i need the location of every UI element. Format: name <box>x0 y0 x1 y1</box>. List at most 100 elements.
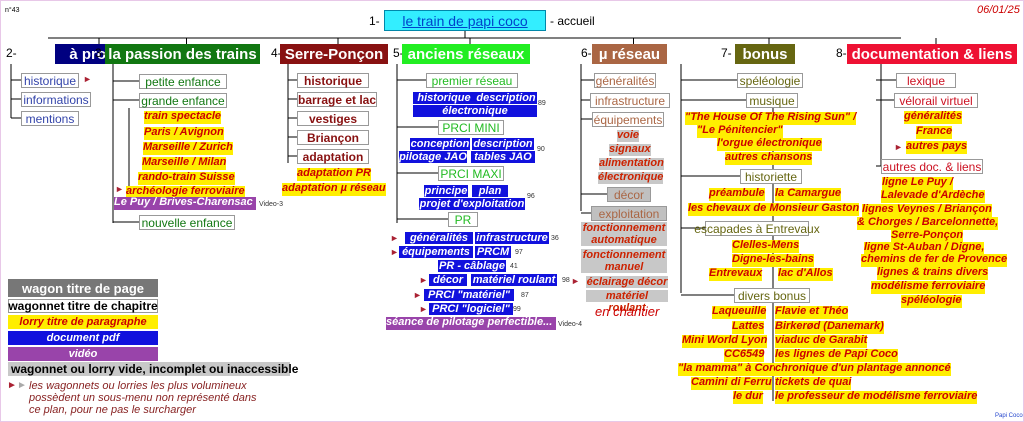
s6-chapter-0[interactable]: généralités <box>594 73 656 88</box>
s8-chapter-0[interactable]: lexique <box>896 73 956 88</box>
s5-video[interactable]: séance de pilotage perfectible... <box>386 317 556 330</box>
s7-lorry-13[interactable]: Lattes <box>732 320 765 334</box>
section-4-title[interactable]: Serre-Ponçon <box>280 44 388 64</box>
s6-chapter-2[interactable]: équipements <box>592 112 664 127</box>
s8-lorry-3[interactable]: ligne Le Puy / <box>882 176 953 190</box>
s7-lorry-10[interactable]: lac d'Allos <box>778 267 833 281</box>
s3-lorry-3[interactable]: Marseille / Milan <box>142 156 227 170</box>
s5-pdf-15[interactable]: décor <box>429 274 467 286</box>
s8-chapter-1[interactable]: vélorail virtuel <box>894 93 978 108</box>
s4-chapter-3[interactable]: Briançon <box>297 130 369 145</box>
s7-lorry-14[interactable]: Birkerød (Danemark) <box>775 320 884 334</box>
s8-lorry-2[interactable]: autres pays <box>906 140 968 154</box>
s8-chapter-2[interactable]: autres doc. & liens <box>881 159 983 174</box>
section-6-title[interactable]: µ réseau <box>592 44 667 64</box>
s5-pdf-10[interactable]: généralités <box>405 232 473 244</box>
s7-lorry-1[interactable]: "Le Pénitencier" <box>697 124 783 138</box>
s5-chapter-0[interactable]: premier réseau <box>426 73 518 88</box>
s4-chapter-4[interactable]: adaptation <box>297 149 369 164</box>
s6-grey-0[interactable]: décor <box>607 187 651 202</box>
s4-chapter-2[interactable]: vestiges <box>297 111 369 126</box>
s5-pdf-4[interactable]: description <box>472 137 534 150</box>
s5-chapter-3[interactable]: PR <box>448 212 478 227</box>
s8-lorry-6[interactable]: & Chorges / Barcelonnette, <box>857 216 999 230</box>
s5-pdf-13[interactable]: PRCM <box>475 245 511 258</box>
s7-chapter-3[interactable]: escapades à Entrevaux <box>694 221 820 236</box>
s3-lorry-4[interactable]: rando-train Suisse <box>138 171 235 185</box>
s4-chapter-0[interactable]: historique <box>297 73 369 88</box>
s7-lorry-18[interactable]: les lignes de Papi Coco <box>775 348 898 362</box>
s3-video[interactable]: Le Puy / Brives-Charensac <box>114 197 256 210</box>
s3-chapter-2[interactable]: nouvelle enfance <box>139 215 235 230</box>
s7-lorry-16[interactable]: viaduc de Garabit <box>775 334 868 348</box>
s6-grey-lorry-1[interactable]: fonctionnement manuel <box>581 249 667 273</box>
s5-chapter-1[interactable]: PRCI MINI <box>438 120 504 135</box>
section-5-title[interactable]: anciens réseaux <box>402 44 530 64</box>
s7-lorry-6[interactable]: les chevaux de Monsieur Gaston <box>688 202 860 216</box>
s5-pdf-2[interactable]: électronique <box>413 105 537 117</box>
s7-lorry-12[interactable]: Flavie et Théo <box>775 305 849 319</box>
s8-lorry-9[interactable]: chemins de fer de Provence <box>861 253 1008 267</box>
s5-pdf-3[interactable]: conception <box>410 137 470 150</box>
s7-lorry-2[interactable]: l'orgue électronique <box>717 137 822 151</box>
s2-item-0[interactable]: historique <box>21 73 79 88</box>
s6-lorry-3[interactable]: électronique <box>598 171 664 184</box>
s8-lorry-7[interactable]: Serre-Ponçon <box>891 229 964 243</box>
s8-lorry-1[interactable]: France <box>916 125 953 139</box>
s5-pdf-7[interactable]: principe <box>424 184 468 197</box>
s7-chapter-1[interactable]: musique <box>746 93 798 108</box>
s6-grey-lorry-0[interactable]: fonctionnement automatique <box>581 222 667 246</box>
s5-pdf-14[interactable]: PR - câblage <box>438 259 506 272</box>
s7-lorry-19[interactable]: "la mamma" à Cordon <box>678 362 794 376</box>
s8-lorry-4[interactable]: Lalevade d'Ardèche <box>881 189 985 203</box>
s2-item-2[interactable]: mentions <box>21 111 79 126</box>
s5-pdf-9[interactable]: projet d'exploitation <box>419 197 525 210</box>
page-title[interactable]: le train de papi coco <box>384 10 546 31</box>
s7-lorry-7[interactable]: Clelles-Mens <box>732 239 800 253</box>
s3-lorry-0[interactable]: train spectacle <box>144 110 222 124</box>
s4-lorry-1[interactable]: adaptation µ réseau <box>282 182 386 196</box>
s8-lorry-12[interactable]: spéléologie <box>901 294 962 308</box>
s8-lorry-11[interactable]: modélisme ferroviaire <box>871 280 986 294</box>
s5-pdf-11[interactable]: infrastructure <box>475 231 549 244</box>
s3-chapter-0[interactable]: petite enfance <box>139 74 227 89</box>
s7-lorry-21[interactable]: Camini di Ferru <box>691 376 772 390</box>
s5-pdf-0[interactable]: historique <box>413 92 475 104</box>
s5-chapter-2[interactable]: PRCI MAXI <box>438 166 504 181</box>
s6-chapter-1[interactable]: infrastructure <box>590 93 670 108</box>
s7-chapter-4[interactable]: divers bonus <box>734 288 810 303</box>
s7-lorry-15[interactable]: Mini World Lyon <box>682 334 768 348</box>
s5-pdf-16[interactable]: matériel roulant <box>471 273 557 286</box>
s3-lorry-5[interactable]: archéologie ferroviaire <box>126 185 245 199</box>
s7-lorry-0[interactable]: "The House Of The Rising Sun" / <box>685 111 857 125</box>
s5-pdf-17[interactable]: PRCI "matériel" <box>424 289 514 301</box>
s6-grey-lorry-3[interactable]: matériel roulant <box>586 290 668 314</box>
s4-chapter-1[interactable]: barrage et lac <box>297 92 377 107</box>
s7-lorry-11[interactable]: Laqueuille <box>712 305 767 319</box>
s7-lorry-9[interactable]: Entrevaux <box>709 267 763 281</box>
s7-lorry-23[interactable]: le dur <box>733 390 763 404</box>
s7-lorry-3[interactable]: autres chansons <box>725 151 813 165</box>
s3-lorry-1[interactable]: Paris / Avignon <box>144 126 224 140</box>
s5-pdf-6[interactable]: tables JAO <box>471 151 535 163</box>
s3-lorry-2[interactable]: Marseille / Zurich <box>143 141 233 155</box>
section-7-title[interactable]: bonus <box>735 44 795 64</box>
s7-lorry-8[interactable]: Digne-les-bains <box>732 253 814 267</box>
s6-lorry-1[interactable]: signaux <box>609 143 651 156</box>
s5-pdf-8[interactable]: plan <box>472 185 508 197</box>
s5-pdf-1[interactable]: description <box>475 91 537 104</box>
s6-lorry-0[interactable]: voie <box>617 129 640 142</box>
section-8-title[interactable]: documentation & liens <box>847 44 1017 64</box>
section-3-title[interactable]: la passion des trains <box>105 44 260 64</box>
s5-pdf-5[interactable]: pilotage JAO <box>399 150 467 163</box>
s4-lorry-0[interactable]: adaptation PR <box>297 167 371 181</box>
s6-grey-lorry-2[interactable]: éclairage décor <box>586 276 668 288</box>
s8-lorry-0[interactable]: généralités <box>904 110 963 124</box>
s8-lorry-5[interactable]: lignes Veynes / Briançon <box>862 203 992 217</box>
s7-lorry-4[interactable]: préambule <box>709 187 765 201</box>
s8-lorry-10[interactable]: lignes & trains divers <box>877 266 989 280</box>
s6-grey-1[interactable]: exploitation <box>591 206 667 221</box>
s7-lorry-5[interactable]: la Camargue <box>775 187 842 201</box>
s5-pdf-12[interactable]: équipements <box>399 246 473 258</box>
s8-lorry-8[interactable]: ligne St-Auban / Digne, <box>864 241 985 255</box>
